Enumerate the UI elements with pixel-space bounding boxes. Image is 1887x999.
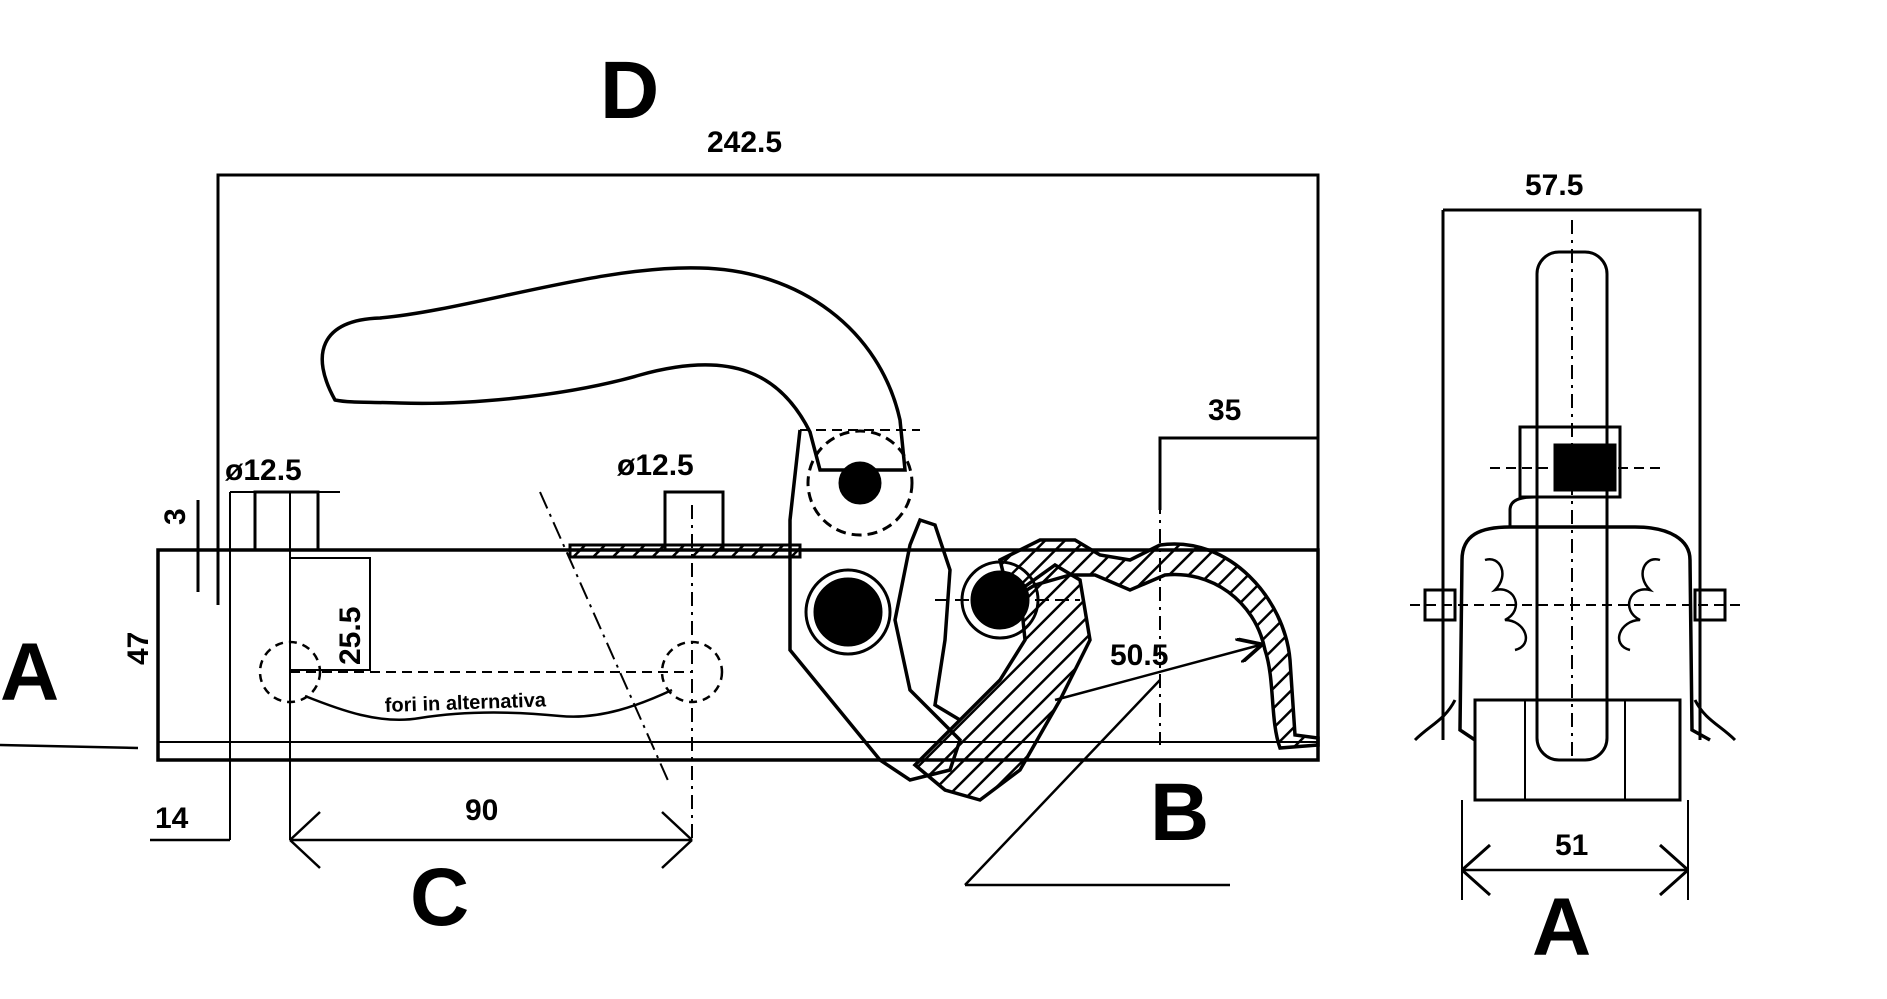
dim-overall-length: 242.5	[707, 126, 782, 159]
side-clip	[1518, 425, 1622, 499]
side-spring-left	[1484, 558, 1527, 652]
side-spring-right	[1618, 558, 1661, 652]
dim-hole-spacing: 90	[465, 794, 498, 827]
dim-side-width-bottom: 51	[1555, 829, 1588, 862]
side-view	[1410, 208, 1745, 900]
label-a-left: A	[0, 627, 59, 718]
label-d: D	[600, 45, 659, 136]
dim-hook-radius: 50.5	[1110, 639, 1168, 672]
dim-thickness: 3	[159, 508, 192, 525]
dim-left-offset: 14	[155, 802, 189, 835]
pivot-pin	[838, 461, 882, 505]
section-a-line	[0, 743, 139, 750]
hook-shell	[997, 538, 1320, 750]
dim-tip-offset: 35	[1208, 394, 1241, 427]
side-housing	[1458, 525, 1711, 742]
label-b: B	[1150, 767, 1209, 858]
stud-left	[253, 490, 320, 552]
front-view	[0, 173, 1320, 887]
spring-left	[804, 568, 892, 656]
clamp-arm	[788, 429, 963, 782]
label-a-side: A	[1532, 882, 1591, 973]
section-b-leader	[964, 679, 1230, 887]
stud-right	[663, 490, 725, 552]
bottom-dimensions	[150, 500, 693, 869]
label-c: C	[410, 852, 469, 943]
dim-side-width-top: 57.5	[1525, 169, 1583, 202]
side-base	[1473, 698, 1682, 802]
top-plate-section	[568, 543, 802, 559]
hook-section	[912, 562, 1092, 802]
dim-hole-dia-left: ø12.5	[225, 454, 302, 487]
dim-hole-dia-right: ø12.5	[617, 449, 694, 482]
dim-hole-height: 25.5	[334, 607, 367, 665]
handle-lever	[320, 266, 907, 472]
overall-dimension-frame	[216, 173, 1320, 738]
pivot-housing	[806, 429, 914, 537]
side-overall-frame	[1441, 208, 1702, 740]
dim-height: 47	[122, 632, 155, 665]
hook-radius-leader	[1054, 645, 1260, 702]
tip-offset-dimension	[1158, 436, 1318, 510]
